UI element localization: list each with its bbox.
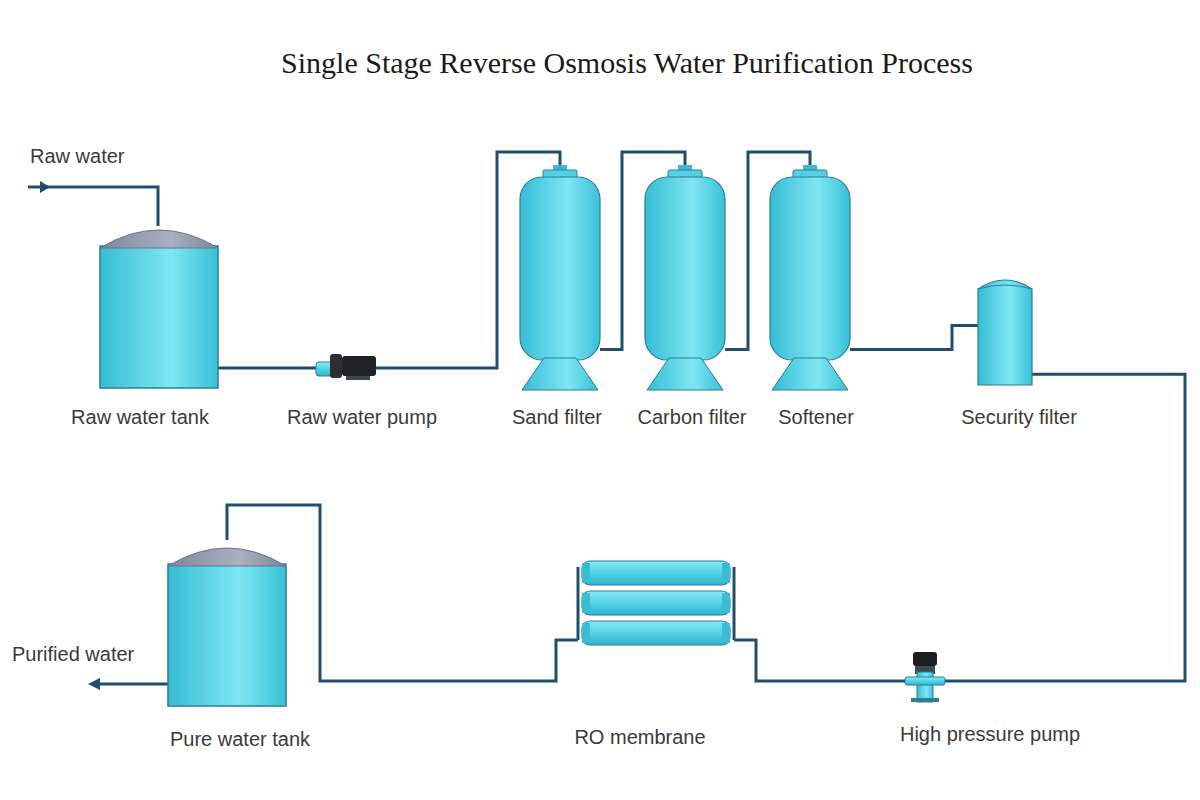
filter-unit: Softener [770,165,850,390]
filter-shape [770,165,850,390]
equipment-label: Softener [778,406,854,429]
security-unit: Security filter [978,277,1032,385]
filter-unit: Sand filter [520,165,600,390]
filter-unit: Carbon filter [645,165,725,390]
tank-unit: Pure water tank [168,540,286,706]
filter-shape [520,165,600,390]
equipment-label: Raw water pump [287,406,437,429]
equipment-label: Sand filter [512,406,602,429]
water-pipe [850,326,978,350]
equipment-label: Security filter [961,406,1077,429]
hppump-unit: High pressure pump [905,652,945,702]
inlet-pipe [28,181,158,226]
ro-shape [570,553,742,655]
security-shape [978,277,1032,385]
diagram-title: Single Stage Reverse Osmosis Water Purif… [0,46,1200,80]
pump-shape [316,352,376,380]
water-pipe [218,367,316,370]
ro-unit: RO membrane [570,553,742,655]
water-pipe [945,374,1185,681]
outlet-pipe [88,678,170,690]
filter-shape [645,165,725,390]
tank-shape [100,222,218,388]
equipment-label: Carbon filter [638,406,747,429]
flow-label: Raw water [30,145,124,168]
equipment-label: High pressure pump [900,723,1080,746]
hppump-shape [905,652,945,702]
water-pipe [742,640,905,681]
equipment-label: RO membrane [574,726,705,749]
equipment-label: Pure water tank [170,728,310,751]
flow-label: Purified water [12,643,134,666]
equipment-label: Raw water tank [71,406,209,429]
pump-unit: Raw water pump [316,352,376,380]
tank-shape [168,540,286,706]
tank-unit: Raw water tank [100,222,218,388]
